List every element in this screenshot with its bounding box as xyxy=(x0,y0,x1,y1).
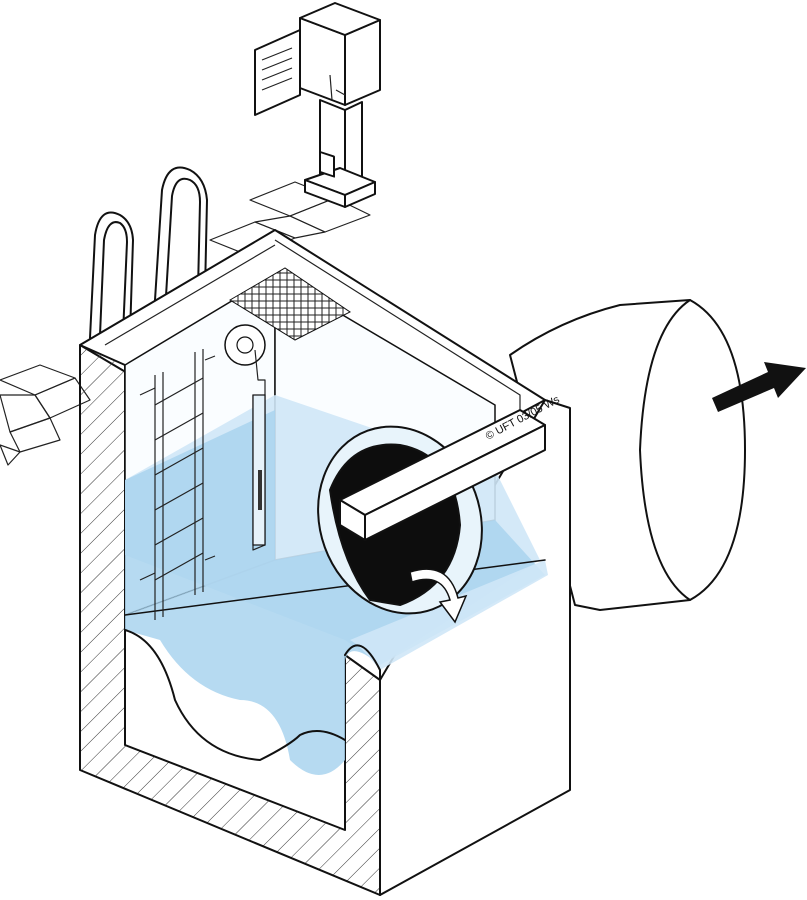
flow-arrow-icon xyxy=(712,362,806,412)
control-cabinet xyxy=(254,2,381,208)
curved-arrow-down-icon xyxy=(409,568,468,624)
crossbeam xyxy=(339,409,546,541)
level-sensor xyxy=(224,324,266,551)
grating xyxy=(229,267,351,341)
wall-ladder xyxy=(139,349,216,620)
ground-tiles-left xyxy=(0,364,91,466)
ground-tiles-back xyxy=(209,181,371,257)
handrails xyxy=(89,166,208,339)
